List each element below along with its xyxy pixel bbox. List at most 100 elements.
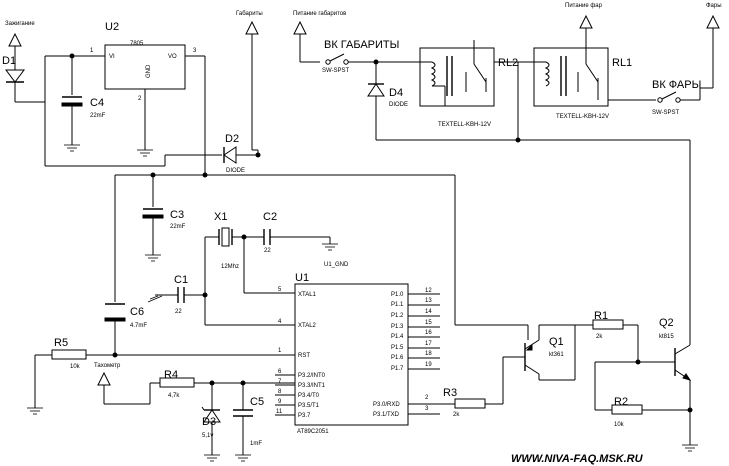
svg-text:P1.7: P1.7 bbox=[391, 366, 404, 372]
svg-text:VO: VO bbox=[168, 54, 177, 60]
svg-text:U1_GND: U1_GND bbox=[324, 262, 349, 268]
svg-text:Q2: Q2 bbox=[659, 317, 674, 329]
svg-text:DIODE: DIODE bbox=[389, 102, 408, 108]
diode-D1: D1 bbox=[2, 55, 46, 166]
crystal-X1: X1 12Mhz bbox=[205, 211, 244, 270]
svg-text:RST: RST bbox=[298, 353, 310, 359]
relay-RL2: RL2 TEXTELL-KBH-12V bbox=[419, 47, 518, 128]
svg-text:Питание габаритов: Питание габаритов bbox=[293, 11, 346, 17]
svg-text:VI: VI bbox=[109, 54, 115, 60]
svg-text:C5: C5 bbox=[250, 396, 264, 408]
power-fary-terminal: Питание фар bbox=[565, 3, 603, 52]
svg-text:C3: C3 bbox=[170, 209, 184, 221]
capacitor-C5: C5 1mF bbox=[233, 383, 264, 462]
regulator-U2: U2 7805 VI VO GND 1 2 3 bbox=[90, 21, 197, 157]
diode-D2: D2 DIODE bbox=[45, 133, 261, 174]
svg-text:22mF: 22mF bbox=[170, 224, 186, 230]
svg-text:DIODE: DIODE bbox=[226, 168, 245, 174]
switch-gabarity: ВК ГАБАРИТЫ SW-SPST bbox=[322, 39, 420, 74]
svg-text:P1.5: P1.5 bbox=[391, 345, 404, 351]
svg-text:U1: U1 bbox=[295, 272, 309, 284]
capacitor-C4: C4 22mF bbox=[61, 56, 106, 152]
svg-text:1: 1 bbox=[278, 348, 282, 354]
svg-text:TEXTELL-KBH-12V: TEXTELL-KBH-12V bbox=[438, 122, 491, 128]
svg-text:P3.1/TXD: P3.1/TXD bbox=[373, 412, 400, 418]
svg-text:15: 15 bbox=[425, 320, 432, 326]
svg-text:D2: D2 bbox=[225, 133, 239, 145]
svg-text:Фары: Фары bbox=[706, 3, 722, 9]
transistor-Q2: Q2 kt815 bbox=[638, 317, 698, 452]
svg-text:4,7k: 4,7k bbox=[168, 393, 180, 399]
svg-text:17: 17 bbox=[425, 341, 432, 347]
svg-text:P3.2/INT0: P3.2/INT0 bbox=[298, 373, 326, 379]
svg-text:P3.0/RXD: P3.0/RXD bbox=[373, 402, 400, 408]
svg-text:R1: R1 bbox=[594, 310, 608, 322]
svg-text:GND: GND bbox=[146, 64, 152, 78]
svg-text:C1: C1 bbox=[174, 274, 188, 286]
svg-text:D4: D4 bbox=[389, 87, 403, 99]
mcu-U1: U1 AT89C2051 5 XTAL1 4 XTAL2 1 RST 6 P3.… bbox=[275, 272, 455, 435]
svg-text:SW-SPST: SW-SPST bbox=[652, 110, 680, 116]
svg-text:SW-SPST: SW-SPST bbox=[322, 68, 350, 74]
capacitor-C3: C3 22mF bbox=[142, 175, 186, 262]
svg-text:19: 19 bbox=[425, 362, 432, 368]
svg-text:8: 8 bbox=[278, 389, 282, 395]
svg-text:Тахометр: Тахометр bbox=[94, 363, 121, 369]
switch-fary: ВК ФАРЫ SW-SPST bbox=[608, 79, 713, 116]
svg-text:C2: C2 bbox=[263, 211, 277, 223]
svg-text:RL2: RL2 bbox=[498, 57, 518, 69]
svg-text:16: 16 bbox=[425, 330, 432, 336]
svg-text:18: 18 bbox=[425, 351, 432, 357]
svg-text:P1.3: P1.3 bbox=[391, 324, 404, 330]
svg-text:10k: 10k bbox=[614, 422, 625, 428]
capacitor-C1: C1 22 bbox=[147, 274, 205, 315]
svg-text:P3.5/T1: P3.5/T1 bbox=[298, 403, 320, 409]
svg-text:1mF: 1mF bbox=[250, 441, 262, 447]
svg-text:7: 7 bbox=[278, 379, 282, 385]
fary-terminal: Фары bbox=[597, 3, 722, 100]
svg-text:kt361: kt361 bbox=[549, 352, 564, 358]
capacitor-C6: C6 4.7mF bbox=[104, 303, 147, 355]
svg-text:AT89C2051: AT89C2051 bbox=[297, 429, 329, 435]
svg-text:ВК ФАРЫ: ВК ФАРЫ bbox=[652, 79, 701, 91]
diode-D4: D4 DIODE bbox=[367, 62, 408, 140]
svg-text:14: 14 bbox=[425, 309, 432, 315]
svg-text:X1: X1 bbox=[214, 211, 227, 223]
svg-text:ВК ГАБАРИТЫ: ВК ГАБАРИТЫ bbox=[324, 39, 399, 51]
svg-text:2k: 2k bbox=[453, 412, 460, 418]
svg-text:C6: C6 bbox=[130, 306, 144, 318]
svg-text:13: 13 bbox=[425, 298, 432, 304]
gabarity-terminal: Габариты bbox=[236, 11, 263, 151]
svg-text:12Mhz: 12Mhz bbox=[221, 264, 239, 270]
svg-text:P1.6: P1.6 bbox=[391, 355, 404, 361]
capacitor-C2: C2 22 U1_GND bbox=[244, 211, 349, 268]
svg-text:P3.7: P3.7 bbox=[298, 413, 311, 419]
svg-text:4.7mF: 4.7mF bbox=[130, 323, 147, 329]
resistor-R4: R4 4,7k bbox=[150, 369, 295, 399]
svg-text:Зажигание: Зажигание bbox=[5, 21, 35, 27]
svg-text:Габариты: Габариты bbox=[236, 11, 263, 17]
resistor-R2: R2 10k bbox=[594, 361, 690, 428]
svg-text:2k: 2k bbox=[596, 334, 603, 340]
svg-text:4: 4 bbox=[278, 319, 282, 325]
tachometer-input: Тахометр bbox=[94, 363, 151, 405]
svg-text:XTAL1: XTAL1 bbox=[298, 292, 317, 298]
svg-text:P1.1: P1.1 bbox=[391, 302, 404, 308]
svg-text:U2: U2 bbox=[105, 21, 119, 33]
svg-text:2: 2 bbox=[138, 96, 142, 102]
svg-text:RL1: RL1 bbox=[612, 57, 632, 69]
svg-text:7805: 7805 bbox=[130, 41, 144, 47]
svg-text:5,1v: 5,1v bbox=[202, 433, 213, 439]
svg-text:P1.4: P1.4 bbox=[391, 334, 404, 340]
svg-text:D1: D1 bbox=[2, 55, 16, 67]
svg-text:TEXTELL-KBH-12V: TEXTELL-KBH-12V bbox=[556, 114, 609, 120]
svg-text:12: 12 bbox=[425, 288, 432, 294]
resistor-R3: R3 2k bbox=[443, 356, 525, 418]
svg-text:9: 9 bbox=[278, 399, 282, 405]
svg-text:XTAL2: XTAL2 bbox=[298, 323, 317, 329]
svg-text:6: 6 bbox=[278, 369, 282, 375]
svg-text:R5: R5 bbox=[54, 337, 68, 349]
svg-text:P3.4/T0: P3.4/T0 bbox=[298, 393, 320, 399]
svg-text:Q1: Q1 bbox=[549, 336, 564, 348]
